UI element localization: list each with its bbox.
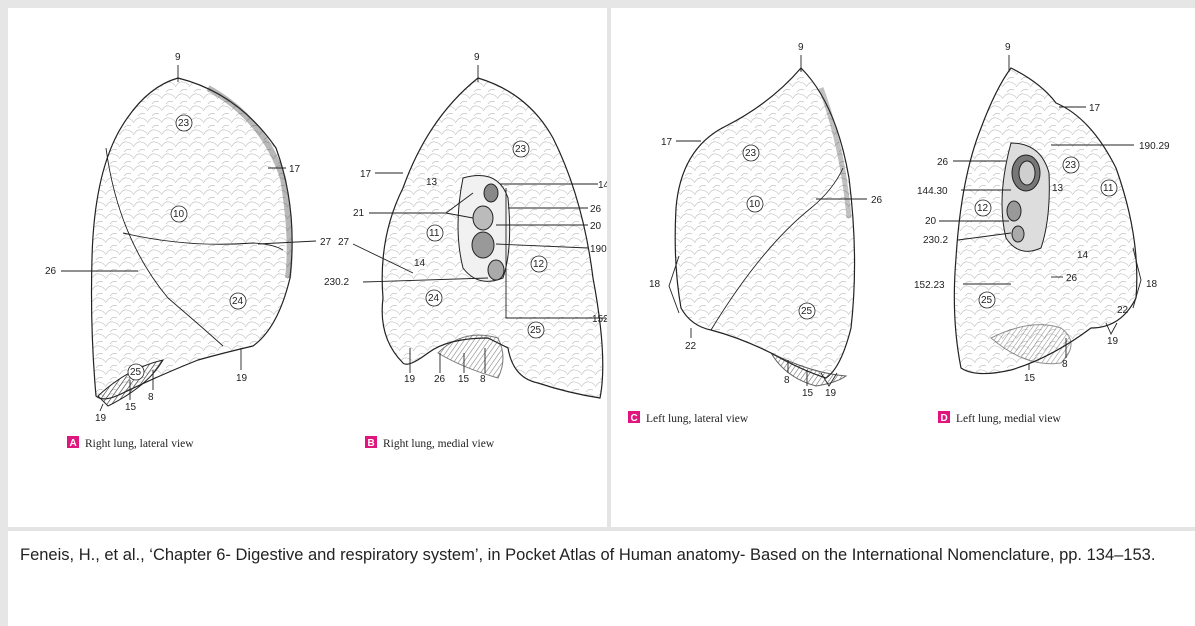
label-d-11: 11 (1103, 183, 1114, 194)
label-d-20: 20 (925, 216, 937, 227)
left-panel: 9 23 17 10 27 26 24 25 19 15 8 19 (8, 8, 607, 527)
label-a-17: 17 (289, 164, 301, 175)
label-b-190: 190 (590, 244, 607, 255)
right-lung-figures: 9 23 17 10 27 26 24 25 19 15 8 19 (8, 8, 607, 527)
title-b: Right lung, medial view (383, 438, 495, 450)
label-a-19b: 19 (95, 413, 107, 424)
label-d-14: 14 (1077, 250, 1089, 261)
lung-a-drawing (92, 78, 293, 406)
label-c-23: 23 (745, 148, 757, 159)
label-d-13: 13 (1052, 183, 1064, 194)
label-b-26b: 26 (434, 374, 446, 385)
caption-b: B Right lung, medial view (365, 436, 495, 450)
lung-c-drawing (675, 68, 854, 386)
label-d-190-29: 190.29 (1139, 141, 1170, 152)
label-c-18: 18 (649, 279, 661, 290)
title-d: Left lung, medial view (956, 413, 1061, 425)
label-d-17: 17 (1089, 103, 1101, 114)
label-a-9: 9 (175, 52, 181, 63)
label-a-26: 26 (45, 266, 57, 277)
lung-b-drawing (382, 78, 606, 398)
label-d-9: 9 (1005, 42, 1011, 53)
label-b-13: 13 (426, 177, 438, 188)
label-c-25: 25 (801, 306, 813, 317)
label-d-26: 26 (937, 157, 949, 168)
label-c-26: 26 (871, 195, 883, 206)
label-a-19: 19 (236, 373, 248, 384)
label-c-22: 22 (685, 341, 697, 352)
badge-d-letter: D (941, 413, 948, 424)
label-b-11: 11 (429, 228, 440, 239)
caption-d: D Left lung, medial view (938, 411, 1061, 425)
source-citation: Feneis, H., et al., ‘Chapter 6- Digestiv… (20, 540, 1180, 570)
badge-b-letter: B (368, 438, 375, 449)
label-b-15: 15 (458, 374, 470, 385)
badge-c-letter: C (631, 413, 638, 424)
label-b-8: 8 (480, 374, 486, 385)
label-b-20: 20 (590, 221, 602, 232)
label-b-144: 144 (598, 180, 607, 191)
label-c-9: 9 (798, 42, 804, 53)
caption-c: C Left lung, lateral view (628, 411, 749, 425)
label-c-19: 19 (825, 388, 837, 399)
label-c-10: 10 (749, 199, 761, 210)
label-b-14: 14 (414, 258, 426, 269)
label-b-19: 19 (404, 374, 416, 385)
label-d-26b: 26 (1066, 273, 1078, 284)
label-b-152: 152 (592, 314, 607, 325)
label-d-15: 15 (1024, 373, 1036, 384)
badge-a-letter: A (70, 438, 77, 449)
label-b-23: 23 (515, 144, 527, 155)
label-c-8: 8 (784, 375, 790, 386)
label-d-144-30: 144.30 (917, 186, 948, 197)
label-b-9: 9 (474, 52, 480, 63)
label-c-17: 17 (661, 137, 673, 148)
label-a-15: 15 (125, 402, 137, 413)
label-a-23: 23 (178, 118, 190, 129)
label-b-27: 27 (338, 237, 350, 248)
label-b-21: 21 (353, 208, 365, 219)
label-b-25: 25 (530, 325, 542, 336)
label-b-12: 12 (533, 259, 545, 270)
title-c: Left lung, lateral view (646, 413, 749, 425)
label-d-230-2: 230.2 (923, 235, 948, 246)
label-d-22: 22 (1117, 305, 1129, 316)
label-a-27: 27 (320, 237, 332, 248)
label-c-15: 15 (802, 388, 814, 399)
title-a: Right lung, lateral view (85, 438, 194, 450)
label-a-8: 8 (148, 392, 154, 403)
label-d-25: 25 (981, 295, 993, 306)
label-d-152-23: 152.23 (914, 280, 945, 291)
label-b-24: 24 (428, 293, 440, 304)
label-d-8: 8 (1062, 359, 1068, 370)
label-a-24: 24 (232, 296, 244, 307)
label-b-230-2: 230.2 (324, 277, 349, 288)
label-d-23: 23 (1065, 160, 1077, 171)
label-d-19: 19 (1107, 336, 1119, 347)
label-b-26: 26 (590, 204, 602, 215)
label-d-18: 18 (1146, 279, 1158, 290)
caption-divider (8, 527, 1195, 531)
label-b-17: 17 (360, 169, 372, 180)
label-d-12: 12 (977, 203, 989, 214)
label-a-10: 10 (173, 209, 185, 220)
label-a-25: 25 (130, 367, 142, 378)
caption-a: A Right lung, lateral view (67, 436, 194, 450)
right-panel: 9 17 23 10 26 18 25 22 8 15 19 (611, 8, 1195, 527)
left-lung-figures: 9 17 23 10 26 18 25 22 8 15 19 (611, 8, 1195, 527)
